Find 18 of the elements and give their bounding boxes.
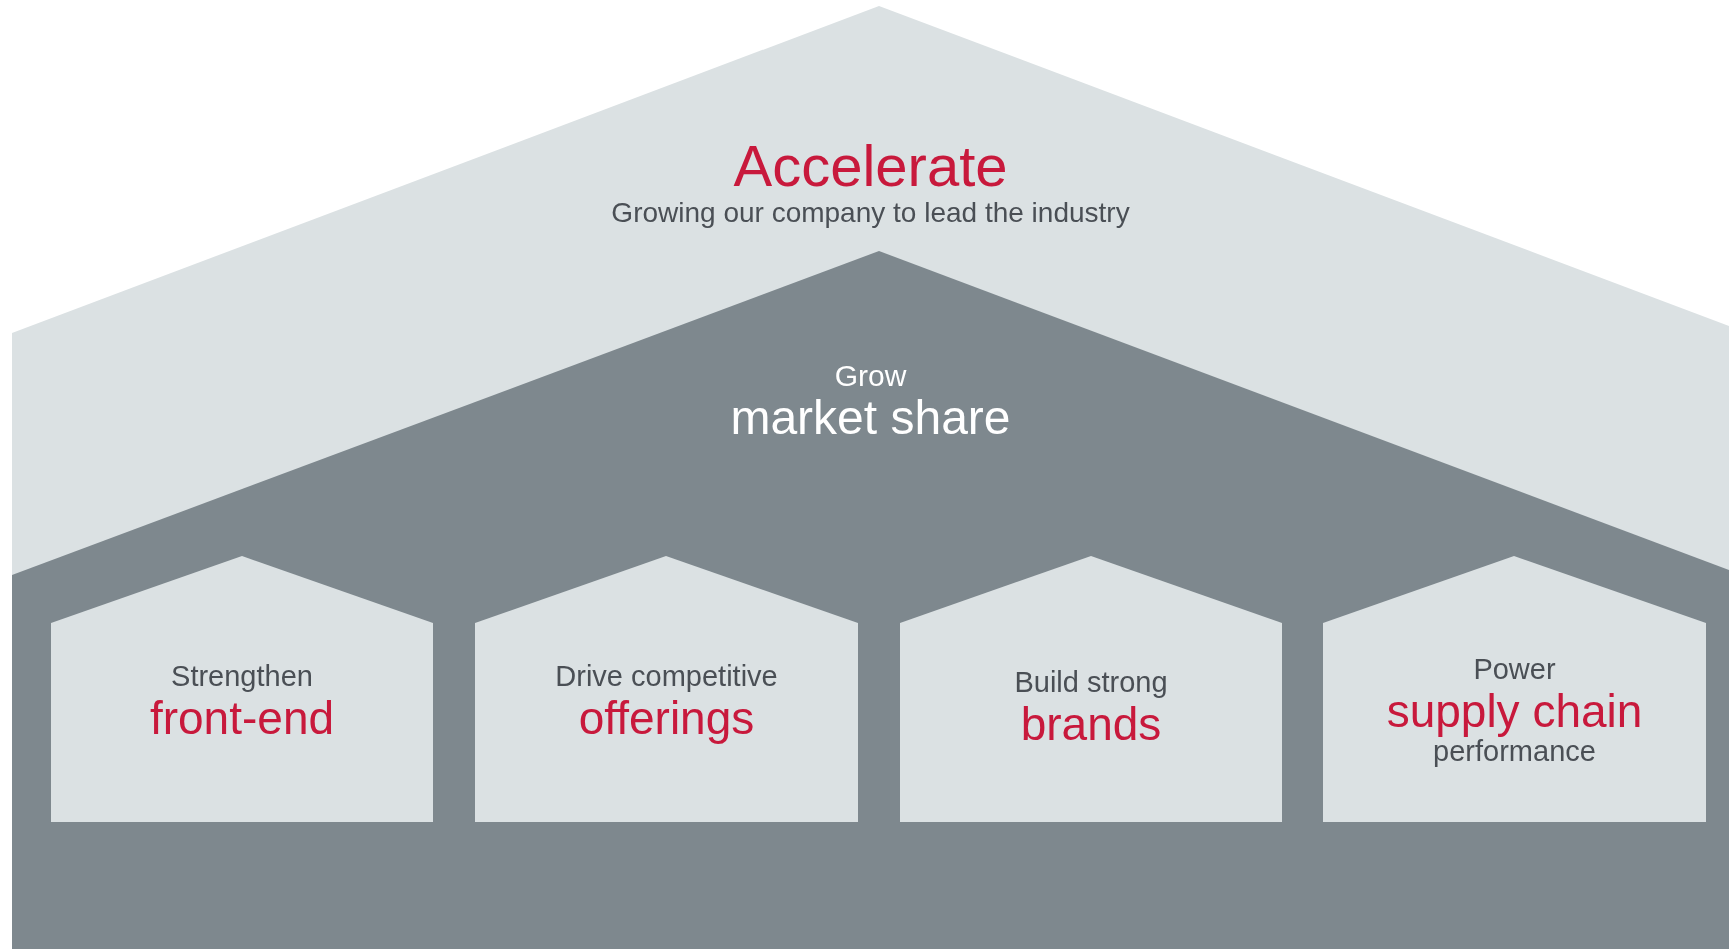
heading: offerings [578, 692, 755, 744]
heading-prefix: Build strong [1014, 667, 1168, 699]
house-shape [900, 556, 1282, 822]
heading-prefix: Strengthen [171, 661, 313, 693]
heading: front-end [149, 692, 335, 744]
subtitle: Growing our company to lead the industry [611, 197, 1130, 229]
house-shape [12, 251, 1729, 949]
house-shape [1323, 556, 1706, 822]
house-shape [475, 556, 858, 822]
heading: market share [730, 392, 1011, 445]
heading-suffix: performance [1433, 736, 1596, 769]
heading: brands [1020, 698, 1162, 750]
house-shape [51, 556, 433, 822]
heading: Accelerate [733, 134, 1008, 198]
heading-prefix: Drive competitive [555, 661, 778, 693]
heading-prefix: Grow [834, 359, 907, 392]
heading-prefix: Power [1473, 654, 1556, 686]
house-shape [12, 6, 1729, 949]
